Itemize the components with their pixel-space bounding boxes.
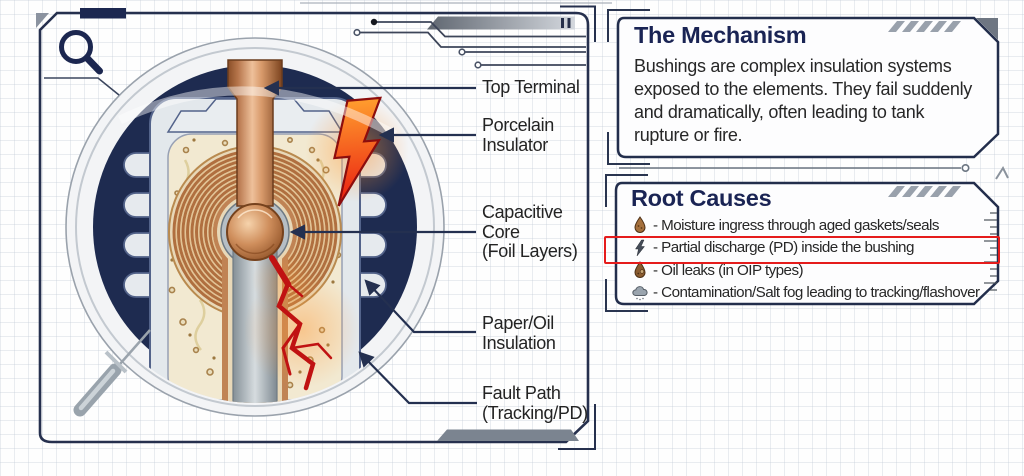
hatch-stripes [888, 186, 961, 197]
top-terminal-rod [227, 59, 283, 207]
list-item-text: - Oil leaks (in OIP types) [653, 261, 804, 279]
list-item-text: - Moisture ingress through aged gaskets/… [653, 216, 939, 234]
list-item-contamination: - Contamination/Salt fog leading to trac… [632, 282, 1000, 305]
conductor-disc [226, 203, 284, 261]
list-item-oil-leaks: - Oil leaks (in OIP types) [632, 259, 1000, 282]
rain-cloud-icon [632, 285, 648, 301]
root-causes-panel: Root Causes - Moisture ingress through a… [604, 174, 1000, 312]
label-capacitive-core: Capacitive Core (Foil Layers) [482, 202, 578, 261]
panel-connector-line [619, 164, 1009, 180]
magnifier-icon [44, 30, 120, 96]
root-causes-title: Root Causes [631, 185, 772, 211]
list-item-text: - Contamination/Salt fog leading to trac… [653, 284, 980, 302]
label-porcelain-insulator: Porcelain Insulator [482, 115, 554, 155]
bushing-cross-section [65, 37, 445, 417]
list-item-text: - Partial discharge (PD) inside the bush… [653, 239, 914, 257]
lightning-bolt-graphic [305, 96, 409, 207]
hatch-stripes [888, 21, 961, 32]
list-item-partial-discharge: - Partial discharge (PD) inside the bush… [632, 237, 1000, 260]
label-paper-oil-insulation: Paper/Oil Insulation [482, 313, 556, 353]
fault-crack-graphic [244, 250, 360, 391]
root-causes-list: - Moisture ingress through aged gaskets/… [632, 214, 1000, 304]
list-item-moisture: - Moisture ingress through aged gaskets/… [632, 214, 1000, 237]
lightning-icon [635, 239, 646, 256]
mechanism-title: The Mechanism [634, 22, 807, 48]
circuit-traces [360, 21, 586, 66]
mechanism-body: Bushings are complex insulation systems … [634, 56, 972, 145]
mechanism-panel: The Mechanism Bushings are complex insul… [607, 9, 1000, 165]
root-causes-panel-frame [605, 174, 1000, 312]
handle-decoration [73, 329, 151, 417]
label-fault-path: Fault Path (Tracking/PD) [482, 383, 588, 423]
mechanism-panel-frame [607, 9, 1000, 165]
diagram-frame [36, 5, 596, 450]
moisture-drop-icon [634, 216, 646, 234]
label-top-terminal: Top Terminal [482, 77, 580, 97]
oil-drop-icon [634, 261, 646, 279]
label-leader-lines [263, 80, 477, 405]
